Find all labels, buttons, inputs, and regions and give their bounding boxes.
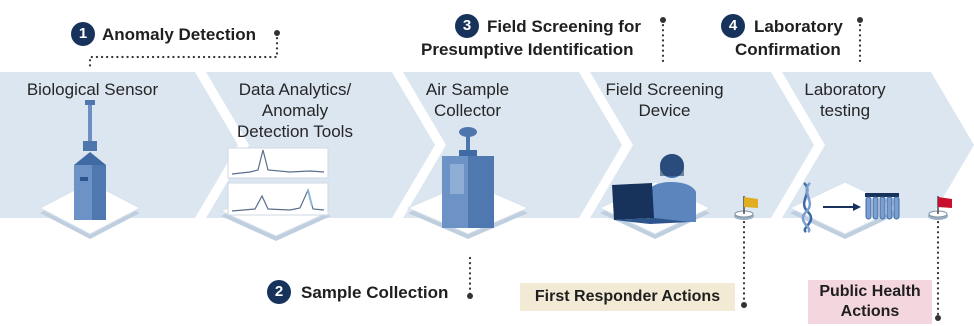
arrow-icon bbox=[823, 203, 861, 211]
step-3-title-line2: Presumptive Identification bbox=[421, 40, 634, 59]
stage-label-data-analytics: Data Analytics/ Anomaly Detection Tools bbox=[237, 80, 353, 141]
step-3-badge: 3 bbox=[455, 14, 479, 38]
stage-label-laboratory-testing: Laboratory testing bbox=[804, 80, 886, 120]
chevron-stage-4 bbox=[590, 72, 814, 218]
step-2-badge: 2 bbox=[267, 280, 291, 304]
step-4-title-line2: Confirmation bbox=[735, 40, 841, 59]
dotted-connectors bbox=[88, 18, 940, 320]
step-1-title: Anomaly Detection bbox=[102, 25, 256, 44]
step-3-title-line1: Field Screening for bbox=[487, 17, 641, 36]
red-flag-icon bbox=[928, 196, 952, 220]
yellow-flag-icon bbox=[734, 196, 758, 220]
stage-label-field-screening-device: Field Screening Device bbox=[605, 80, 724, 120]
biological-sensor-icon bbox=[74, 100, 106, 220]
public-health-actions-box: Public Health Actions bbox=[808, 280, 932, 324]
chevron-stage-5 bbox=[782, 72, 974, 218]
stage-label-biological-sensor: Biological Sensor bbox=[26, 80, 159, 99]
step-2-title: Sample Collection bbox=[301, 283, 449, 302]
first-responder-actions-box: First Responder Actions bbox=[520, 283, 735, 311]
chevron-stage-1 bbox=[0, 72, 238, 218]
stage-label-air-sample-collector: Air Sample Collector bbox=[425, 80, 510, 120]
step-4-title-line1: Laboratory bbox=[754, 17, 843, 36]
step-1-badge: 1 bbox=[71, 22, 95, 46]
air-sample-collector-icon bbox=[442, 127, 494, 228]
connector-endpoints bbox=[274, 17, 941, 321]
test-tubes-icon bbox=[865, 193, 900, 220]
step-4-badge: 4 bbox=[721, 14, 745, 38]
chevron-stage-2 bbox=[206, 72, 435, 218]
dna-icon bbox=[801, 182, 813, 234]
analytics-charts-icon bbox=[227, 147, 329, 216]
person-at-laptop-icon bbox=[612, 154, 696, 224]
